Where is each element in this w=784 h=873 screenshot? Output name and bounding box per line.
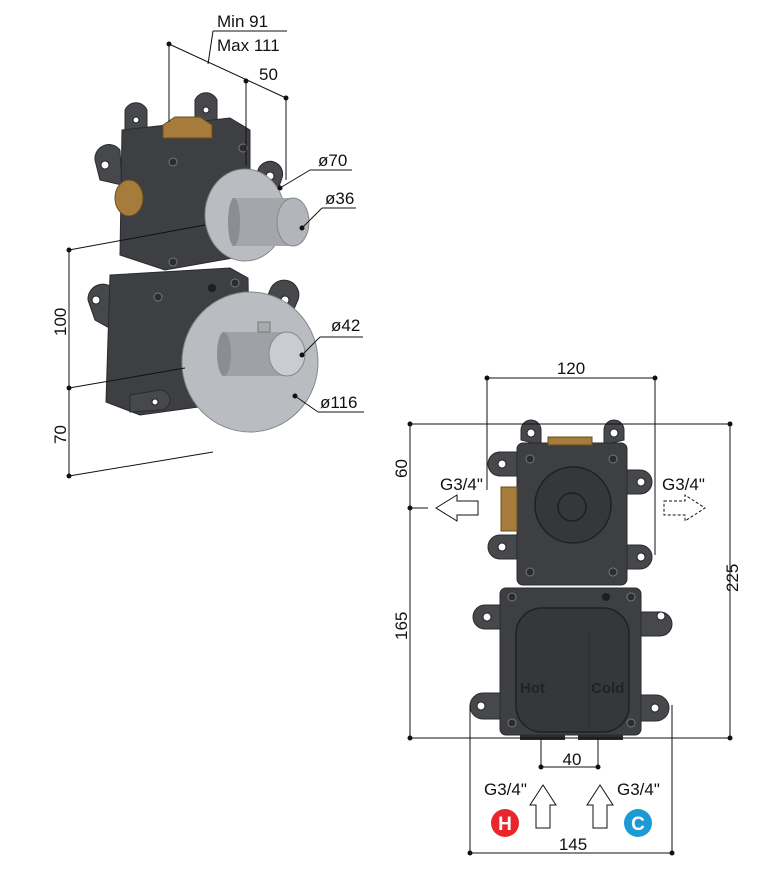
label-plate-upper-diameter: ø70 [318, 151, 347, 170]
label-width-lower: 145 [559, 835, 587, 854]
label-handle-lower-diameter: ø42 [331, 316, 360, 335]
front-lower-box: Hot Cold [469, 587, 673, 740]
svg-text:C: C [631, 814, 645, 835]
label-depth-max: Max 111 [217, 36, 280, 55]
upper-box [94, 92, 310, 271]
label-hot: Hot [520, 680, 545, 697]
front-dimensions: 120 60 165 225 G3/4" G3/4" 4 [392, 359, 742, 856]
label-inlet-cold: G3/4" [617, 780, 660, 799]
front-upper-box [487, 419, 653, 586]
arrow-left-icon [435, 494, 479, 522]
iso-dimensions: Min 91 Max 111 50 ø70 ø36 ø42 [51, 12, 364, 479]
label-outlet-right: G3/4" [662, 475, 705, 494]
label-depth-min: Min 91 [217, 12, 268, 31]
label-cold: Cold [591, 680, 624, 697]
label-height-bottom: 165 [392, 612, 411, 640]
label-height-top: 60 [392, 459, 411, 478]
brass-fitting-top [547, 436, 593, 446]
hot-badge: H [491, 809, 519, 837]
brass-fitting-side [114, 179, 144, 217]
label-inlet-hot: G3/4" [484, 780, 527, 799]
cold-badge: C [624, 809, 652, 837]
brass-fitting-top [162, 116, 213, 139]
front-view: Hot Cold 120 60 165 225 [392, 359, 742, 856]
svg-text:H: H [498, 814, 512, 835]
handle-lower[interactable] [268, 331, 306, 377]
label-plate-offset: 50 [259, 65, 278, 84]
label-inlet-spacing: 40 [563, 750, 582, 769]
label-outlet-left: G3/4" [440, 475, 483, 494]
arrow-up-cold-icon [586, 784, 614, 829]
label-plate-lower-diameter: ø116 [320, 393, 358, 412]
label-handle-upper-diameter: ø36 [325, 189, 354, 208]
arrow-up-hot-icon [529, 784, 557, 829]
label-height-total: 225 [723, 564, 742, 592]
label-vertical-upper: 100 [51, 308, 70, 336]
iso-view: Min 91 Max 111 50 ø70 ø36 ø42 [51, 12, 364, 479]
handle-upper[interactable] [276, 197, 310, 247]
label-width-upper: 120 [557, 359, 585, 378]
lower-box [87, 267, 319, 433]
brass-fitting-left [500, 486, 518, 532]
arrow-right-dashed-icon [663, 494, 706, 522]
label-vertical-lower: 70 [51, 425, 70, 444]
